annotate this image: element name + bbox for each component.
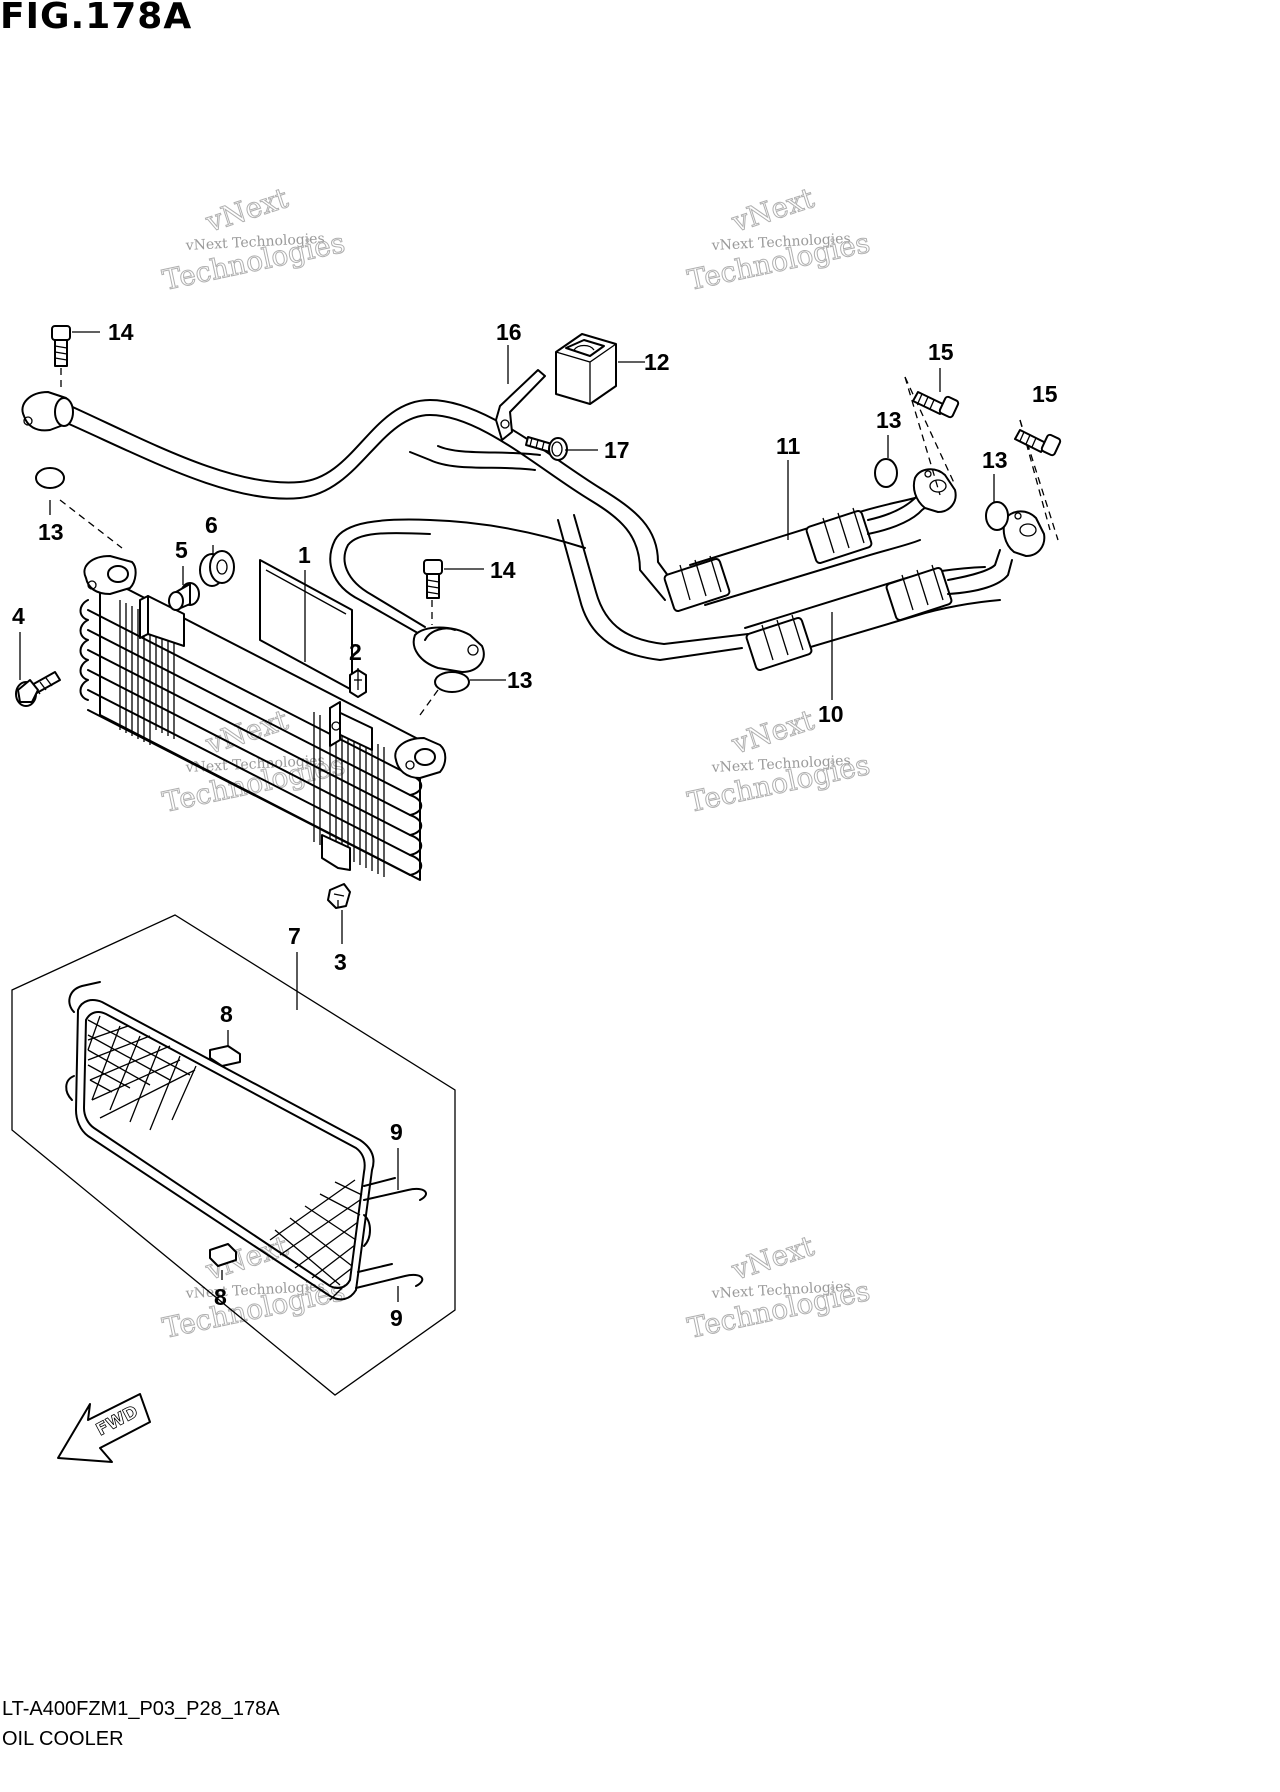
callout-1: 1 — [298, 542, 311, 568]
callout-10: 10 — [818, 701, 844, 727]
svg-text:vNext Technologies: vNext Technologies — [184, 753, 325, 776]
svg-text:vNext Technologies: vNext Technologies — [710, 231, 851, 254]
callout-14-mid: 14 — [490, 557, 516, 583]
pipe-fitting-left — [21, 391, 74, 432]
clamp-12 — [555, 333, 617, 405]
watermark-mid-left: vNext Technologies vNext Technologies — [159, 703, 348, 820]
figure-title: FIG.178A — [0, 0, 193, 37]
clip-3 — [327, 883, 351, 909]
cooler-guard-7 — [65, 981, 427, 1301]
callout-5: 5 — [175, 537, 188, 563]
collar-5 — [168, 582, 200, 611]
mesh-lower-right — [269, 1179, 363, 1286]
callout-9-lower: 9 — [390, 1305, 403, 1331]
callout-8-upper: 8 — [220, 1001, 233, 1027]
callout-12: 12 — [644, 349, 670, 375]
callout-7: 7 — [288, 923, 301, 949]
callout-9-upper: 9 — [390, 1119, 403, 1145]
callout-3: 3 — [334, 949, 347, 975]
hose-10 — [744, 549, 1013, 671]
callout-17: 17 — [604, 437, 630, 463]
callout-6: 6 — [205, 512, 218, 538]
watermark-bottom-right: vNext Technologies vNext Technologies — [684, 1229, 873, 1346]
callout-labels: 1 2 3 4 5 6 7 8 8 9 9 10 11 12 13 13 13 … — [12, 319, 1058, 1331]
callout-15-left: 15 — [928, 339, 954, 365]
pipe-fitting-right — [412, 626, 485, 673]
bolt-17 — [525, 436, 568, 461]
bolt-15-right — [1014, 429, 1062, 457]
watermark-top-left: vNext Technologies vNext Technologies — [159, 181, 348, 298]
bolt-4 — [15, 671, 61, 707]
callout-13-hose10: 13 — [982, 447, 1008, 473]
bolt-15-left — [912, 391, 960, 419]
svg-text:vNext: vNext — [727, 1229, 819, 1287]
fwd-direction-arrow: FWD — [57, 1393, 151, 1463]
oil-cooler-1 — [79, 555, 447, 881]
hook-9-lower — [355, 1274, 424, 1289]
hook-9-upper — [363, 1188, 427, 1201]
svg-text:vNext Technologies: vNext Technologies — [184, 231, 325, 254]
watermark-top-right: vNext Technologies vNext Technologies — [684, 181, 873, 298]
callout-11: 11 — [776, 433, 801, 459]
o-ring-13-left — [35, 467, 65, 489]
callout-13-hose11: 13 — [876, 407, 902, 433]
bracket-16 — [495, 369, 546, 441]
hose-10-end-fitting — [1002, 510, 1046, 557]
hose-11 — [663, 489, 931, 612]
bolt-14-top — [51, 325, 71, 367]
svg-text:vNext Technologies: vNext Technologies — [184, 1279, 325, 1302]
cushion-8-lower — [209, 1243, 237, 1267]
figure-code: LT-A400FZM1_P03_P28_178A — [2, 1698, 280, 1720]
callout-8-lower: 8 — [214, 1284, 227, 1310]
callout-2: 2 — [349, 639, 362, 665]
grommet-6 — [199, 550, 235, 587]
cooler-guard-7-box — [11, 914, 456, 1396]
guide-line-13b — [419, 689, 439, 716]
callout-13-mid: 13 — [507, 667, 533, 693]
guide-line-15a — [904, 376, 956, 486]
callout-14-top: 14 — [108, 319, 134, 345]
svg-text:vNext: vNext — [727, 703, 819, 761]
callout-13-left: 13 — [38, 519, 64, 545]
callout-16: 16 — [496, 319, 522, 345]
svg-text:vNext Technologies: vNext Technologies — [710, 1279, 851, 1302]
o-ring-13-hose11 — [874, 458, 898, 488]
mesh-upper-left — [87, 1015, 197, 1131]
svg-text:vNext: vNext — [201, 181, 293, 239]
callout-15-right: 15 — [1032, 381, 1058, 407]
o-ring-13-right — [434, 671, 470, 693]
svg-text:vNext: vNext — [727, 181, 819, 239]
guide-line-13a — [59, 499, 123, 549]
guide-line-15a-2 — [904, 376, 941, 496]
o-ring-13-hose10 — [985, 501, 1009, 531]
figure-name: OIL COOLER — [2, 1728, 124, 1750]
guide-line-15b-2 — [1019, 419, 1059, 541]
oil-pipe-upper — [59, 399, 749, 661]
callout-4: 4 — [12, 603, 25, 629]
hose-11-end-fitting — [912, 468, 957, 513]
svg-text:vNext Technologies: vNext Technologies — [710, 753, 851, 776]
watermark-mid-right: vNext Technologies vNext Technologies — [684, 703, 873, 820]
bolt-14-mid — [423, 559, 443, 599]
callout-leaders — [19, 331, 995, 1302]
